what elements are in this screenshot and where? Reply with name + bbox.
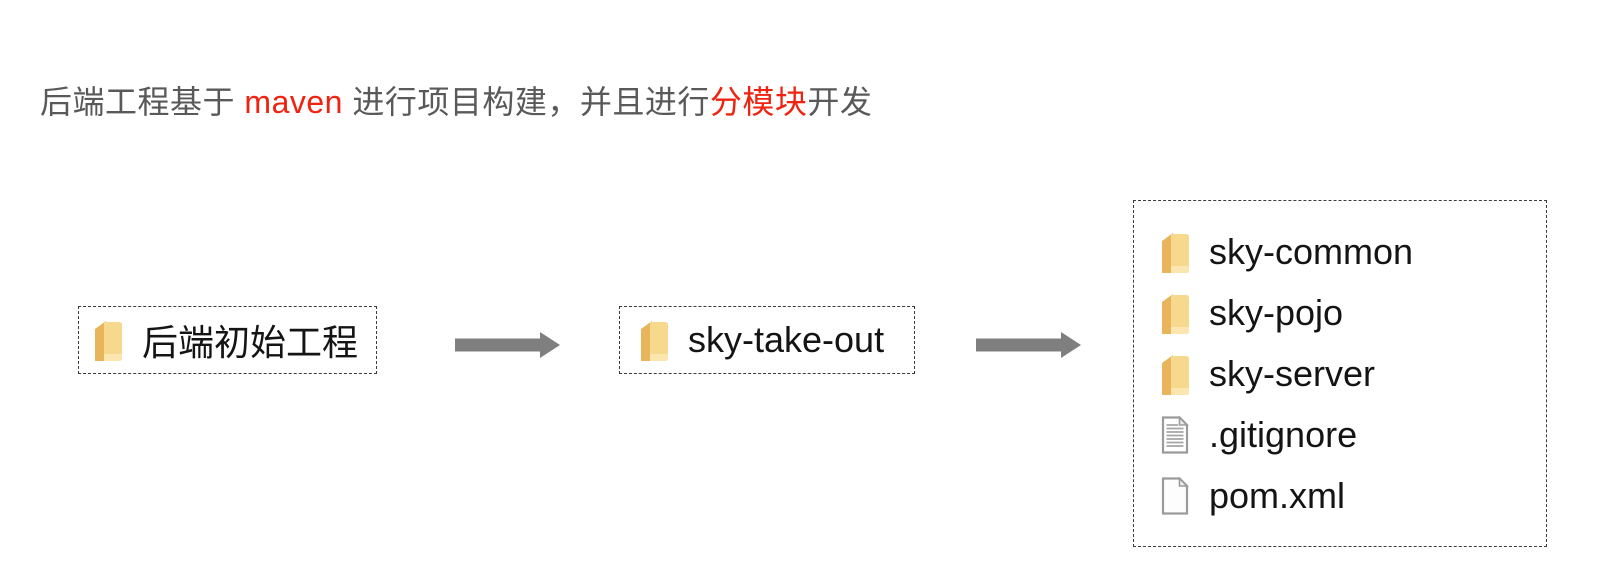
sky-take-out-box: sky-take-out xyxy=(619,306,915,374)
folder-icon xyxy=(1158,352,1191,396)
right-arrow-icon xyxy=(976,332,1081,358)
right-arrow-icon xyxy=(455,332,560,358)
folder-icon xyxy=(1158,230,1191,274)
title-segment: 开发 xyxy=(807,84,873,120)
list-item-gitignore: .gitignore xyxy=(1158,404,1546,465)
module-label: sky-server xyxy=(1209,352,1376,394)
initial-project-box: 后端初始工程 xyxy=(78,306,377,374)
list-item-sky-server: sky-server xyxy=(1158,343,1546,404)
page-title: 后端工程基于 maven 进行项目构建，并且进行分模块开发 xyxy=(40,82,872,122)
title-segment: 进行项目构建，并且进行 xyxy=(342,84,710,120)
module-label: sky-pojo xyxy=(1209,291,1344,333)
title-segment: 后端工程基于 xyxy=(40,84,245,120)
folder-icon xyxy=(1158,291,1191,335)
text-file-icon xyxy=(1158,415,1191,454)
file-icon xyxy=(1158,476,1191,515)
file-label: pom.xml xyxy=(1209,474,1346,516)
folder-icon xyxy=(92,318,124,362)
list-item-pom-xml: pom.xml xyxy=(1158,465,1546,526)
file-label: .gitignore xyxy=(1209,413,1358,455)
folder-icon xyxy=(638,318,670,362)
initial-project-label: 后端初始工程 xyxy=(142,322,359,363)
module-structure-box: sky-common sky-pojo sky-server xyxy=(1133,200,1547,547)
title-segment-modular: 分模块 xyxy=(709,84,808,120)
module-label: sky-common xyxy=(1209,230,1414,272)
list-item-sky-common: sky-common xyxy=(1158,221,1546,282)
list-item-sky-pojo: sky-pojo xyxy=(1158,282,1546,343)
title-segment-maven: maven xyxy=(244,84,343,120)
sky-take-out-label: sky-take-out xyxy=(688,319,885,360)
